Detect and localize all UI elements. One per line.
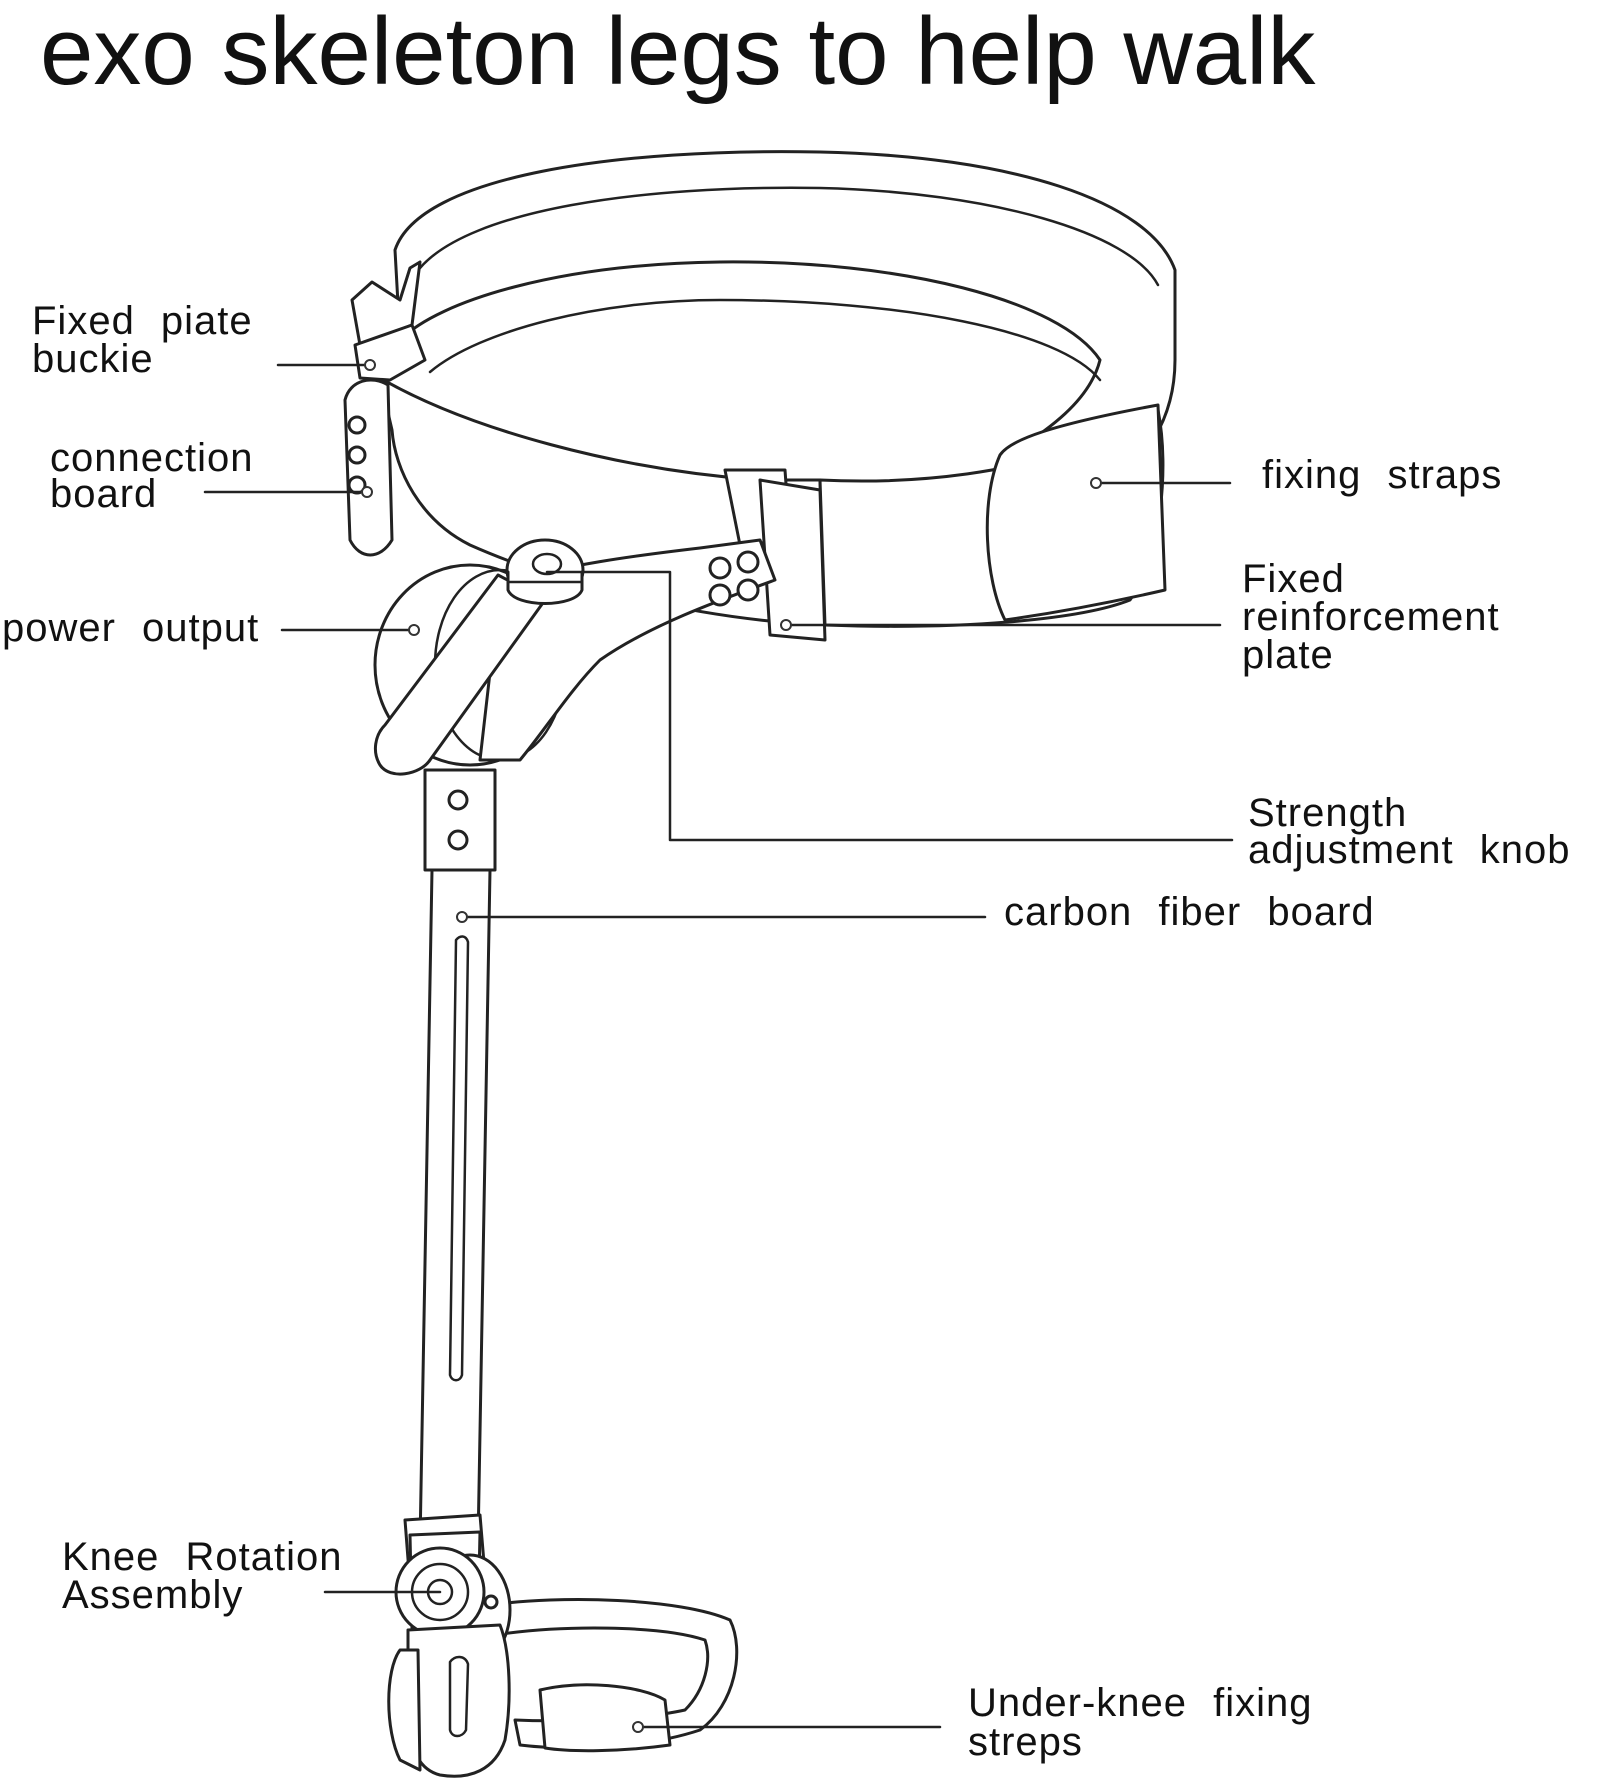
label-under-knee-fixing-straps: Under-knee fixing streps bbox=[968, 1681, 1339, 1764]
label-strength-adjustment-knob: Strength adjustment knob bbox=[1248, 791, 1571, 872]
label-connection-board: connection board bbox=[50, 436, 280, 516]
leader-strength-knob bbox=[545, 570, 1234, 842]
carbon-fiber-bar bbox=[418, 868, 492, 1547]
label-fixing-straps: fixing straps bbox=[1262, 453, 1502, 497]
device-illustration bbox=[343, 150, 1177, 1778]
upper-bracket bbox=[423, 768, 497, 872]
label-carbon-fiber-board: carbon fiber board bbox=[1004, 890, 1375, 934]
connection-board bbox=[343, 378, 394, 557]
leader-connection-dot bbox=[361, 486, 373, 498]
leader-fixing-dot bbox=[1090, 477, 1102, 489]
label-fixed-reinforcement-plate: Fixed reinforcement plate bbox=[1242, 557, 1526, 677]
label-knee-rotation-assembly: Knee Rotation Assembly bbox=[62, 1535, 369, 1617]
shin-bracket bbox=[387, 1623, 511, 1778]
leader-buckle-dot bbox=[364, 359, 376, 371]
label-power-output: power output bbox=[2, 606, 259, 650]
under-knee-strap bbox=[488, 1598, 739, 1753]
leader-lines bbox=[203, 359, 1234, 1733]
labels: Fixed piate buckie connection board powe… bbox=[2, 299, 1571, 1764]
strength-knob bbox=[505, 538, 585, 605]
leader-carbon-dot bbox=[456, 911, 468, 923]
leader-power-dot bbox=[408, 624, 420, 636]
leader-reinforcement-dot bbox=[780, 619, 792, 631]
thigh-lever bbox=[373, 573, 547, 776]
diagram-title: exo skeleton legs to help walk bbox=[40, 0, 1316, 105]
leader-under-knee-dot bbox=[632, 1721, 644, 1733]
label-fixed-plate-buckle: Fixed piate buckie bbox=[32, 299, 279, 381]
